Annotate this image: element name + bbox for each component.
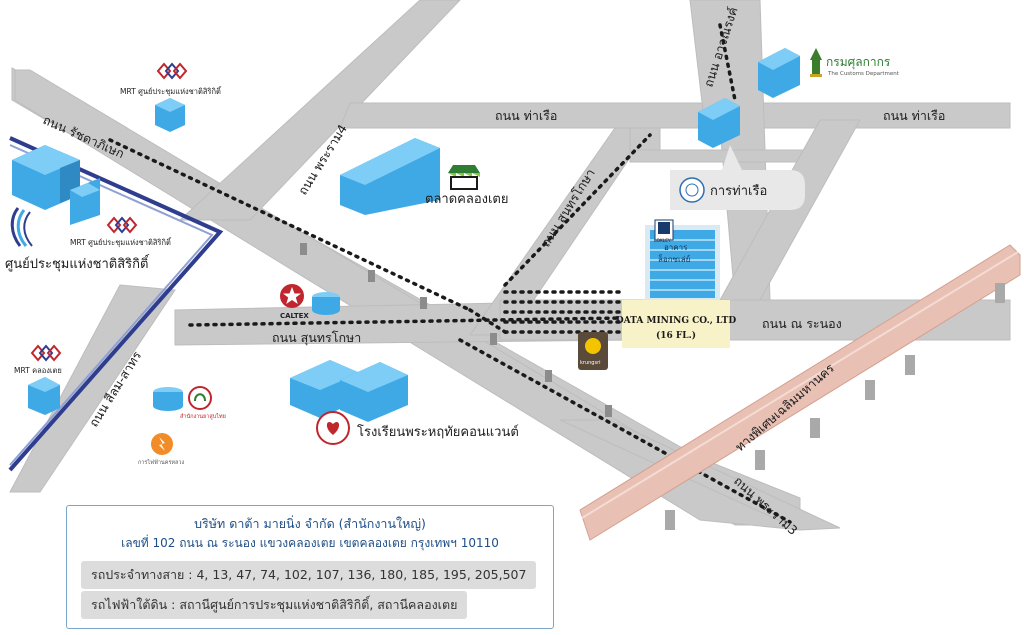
- road-rama3: [559, 419, 841, 531]
- loxley-logo-icon: [654, 219, 674, 241]
- school-logo-icon: [316, 411, 350, 445]
- road-label-sunthornkosa-lower: ถนน สุนทรโกษา: [272, 330, 361, 346]
- customs-building: [758, 48, 800, 98]
- label-lock-building-2: ล็อกซเล่ย์: [658, 254, 690, 264]
- label-qsncc: ศูนย์ประชุมแห่งชาติสิริกิติ์: [5, 254, 150, 272]
- label-mrt-qsncc-top: MRT ศูนย์ประชุมแห่งชาติสิริกิติ์: [120, 86, 222, 96]
- route-dots: [108, 23, 792, 524]
- label-lock-building-1: อาคาร: [664, 243, 688, 252]
- label-customs: กรมศุลกากร: [826, 55, 891, 70]
- road-rama4: [178, 0, 461, 221]
- company-floor: (16 FL.): [656, 330, 696, 341]
- mrt-logo-icon: [156, 62, 188, 80]
- label-mrt-khlong-toei: MRT คลองเตย: [14, 366, 62, 375]
- info-subway: รถไฟฟ้าใต้ดิน : สถานีศูนย์การประชุมแห่งช…: [81, 591, 468, 619]
- label-mrt-qsncc-left: MRT ศูนย์ประชุมแห่งชาติสิริกิติ์: [70, 237, 172, 247]
- qsncc-logo-icon: [10, 207, 33, 247]
- info-title: บริษัท ดาต้า มายนิ่ง จำกัด (สำนักงานใหญ่…: [194, 516, 426, 531]
- info-bus-routes: รถประจำทางสาย : 4, 13, 47, 74, 102, 107,…: [81, 561, 537, 589]
- caltex-logo-icon: [280, 284, 304, 308]
- road-label-tha-ruea-1: ถนน ท่าเรือ: [495, 108, 557, 123]
- info-box: บริษัท ดาต้า มายนิ่ง จำกัด (สำนักงานใหญ่…: [66, 505, 554, 629]
- label-krungsri: krungsri: [580, 360, 601, 366]
- school-building: [290, 360, 408, 422]
- label-customs-en: The Customs Department: [827, 71, 900, 77]
- road-label-tha-ruea-2: ถนน ท่าเรือ: [883, 108, 945, 123]
- label-loxley-logo: LOXLEY: [654, 238, 671, 244]
- road-connector-2: [629, 149, 811, 163]
- market-building: [340, 138, 440, 215]
- label-school: โรงเรียนพระหฤทัยคอนแวนต์: [357, 424, 519, 440]
- krungsri-logo-icon: [578, 332, 608, 370]
- customs-logo-icon: [810, 48, 822, 77]
- label-tobacco: สำนักงานยาสูบไทย: [180, 413, 226, 420]
- label-khlong-toei-market: ตลาดคลองเตย: [425, 192, 508, 207]
- tobacco-logo-icon: [188, 386, 212, 410]
- tobacco-tank: [153, 387, 183, 411]
- mrt-logo-icon: [30, 344, 62, 362]
- company-marker: DATA MINING CO., LTD (16 FL.): [616, 300, 736, 348]
- info-address: เลขที่ 102 ถนน ณ ระนอง แขวงคลองเตย เขตคล…: [121, 536, 499, 550]
- mrt-top-building: [155, 98, 185, 132]
- label-caltex: CALTEX: [280, 312, 309, 320]
- company-name: DATA MINING CO., LTD: [616, 316, 736, 326]
- mrt-logo-icon: [106, 216, 138, 234]
- label-mea: การไฟฟ้านครหลวง: [138, 459, 184, 466]
- label-port-authority: การท่าเรือ: [710, 183, 767, 199]
- road-pillars: [300, 243, 612, 417]
- mrt-khlongtoei-building: [28, 377, 60, 415]
- mea-logo-icon: [151, 433, 173, 455]
- caltex-tank: [312, 292, 340, 315]
- market-icon: [448, 165, 480, 190]
- qsncc-building: [12, 145, 100, 225]
- port-logo-icon: [670, 145, 805, 210]
- port-building: [698, 98, 740, 148]
- expressway: [579, 244, 1021, 541]
- road-label-na-ranong: ถนน ณ ระนอง: [762, 316, 842, 331]
